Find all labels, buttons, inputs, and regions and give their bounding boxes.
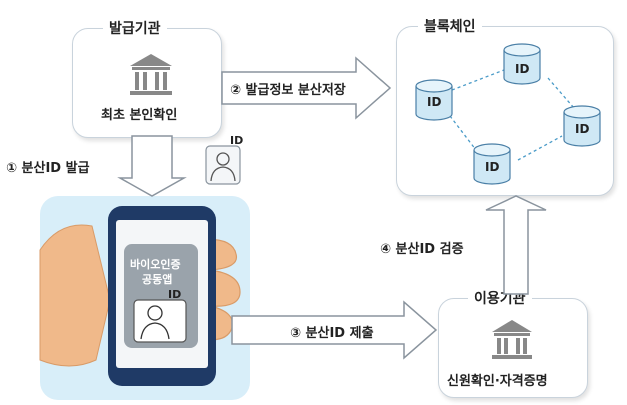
blockchain-node-1 [415,79,453,121]
id-badge-head [216,152,230,166]
phone-person-body [140,322,170,340]
phone-app-label-line1: 바이오인증 [130,258,181,271]
blockchain-node-3 [473,143,511,185]
phone-id-frame [133,299,187,343]
id-badge-body [210,166,236,182]
verifier-caption: 신원확인·자격증명 [447,374,548,389]
step3-label: ③ 분산ID 제출 [290,326,374,341]
phone-app-label-line2: 공동앱 [142,273,173,286]
step1-label: ① 분산ID 발급 [6,161,90,176]
phone-person-head [147,305,163,321]
blockchain-node-4 [563,105,601,147]
arrow-step2 [221,56,392,120]
verifier-building-icon [492,320,532,359]
phone-id-label: ID [168,288,182,301]
verifier-title: 이용기관 [468,288,532,308]
blockchain-links [449,69,575,161]
issuer-building-icon [130,54,172,95]
step4-label: ④ 분산ID 검증 [380,242,464,257]
blockchain-title: 블록체인 [418,16,482,36]
blockchain-node-1-label: ID [427,95,442,109]
id-badge-label: ID [230,134,244,147]
issuer-caption: 최초 본인확인 [101,108,178,123]
blockchain-node-4-label: ID [575,122,590,136]
issuer-title: 발급기관 [103,18,167,38]
arrow-step4 [485,195,547,295]
step2-label: ② 발급정보 분산저장 [230,83,346,98]
blockchain-node-2-label: ID [515,62,530,76]
arrow-step3 [231,300,438,360]
arrow-step1 [117,135,187,197]
blockchain-node-2 [503,43,541,85]
blockchain-node-3-label: ID [485,160,500,174]
